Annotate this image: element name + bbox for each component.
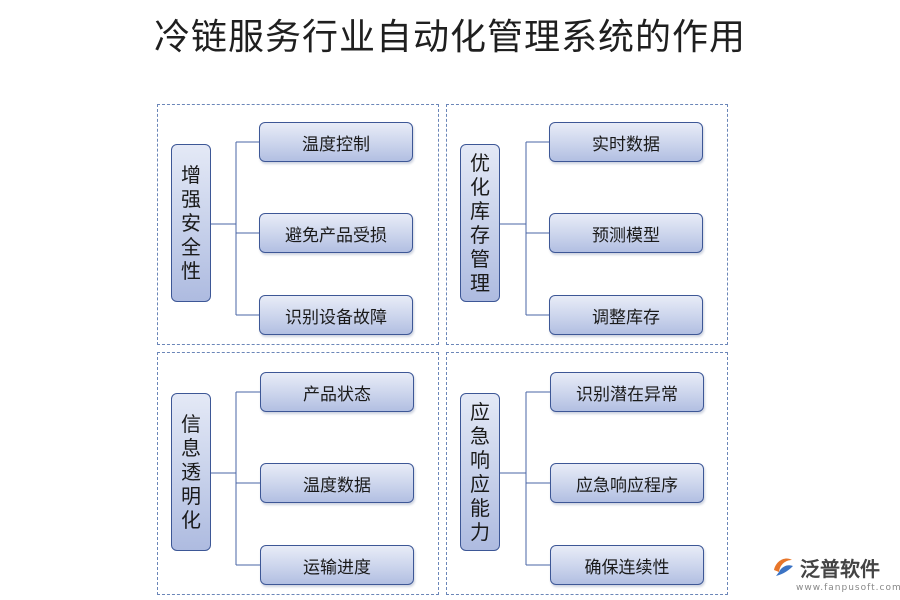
category-char: 明 <box>181 484 201 508</box>
item-detect-equipment-fault: 识别设备故障 <box>259 295 413 335</box>
category-char: 化 <box>470 175 490 199</box>
category-char: 性 <box>181 259 201 283</box>
category-char: 库 <box>470 199 490 223</box>
item-product-status: 产品状态 <box>260 372 414 412</box>
item-temperature-data: 温度数据 <box>260 463 414 503</box>
item-adjust-inventory: 调整库存 <box>549 295 703 335</box>
item-emergency-procedure: 应急响应程序 <box>550 463 704 503</box>
connector-line <box>500 141 549 316</box>
category-char: 安 <box>181 211 201 235</box>
panel-emergency <box>446 352 728 595</box>
fanpu-logo-icon <box>774 558 793 576</box>
item-ensure-continuity: 确保连续性 <box>550 545 704 585</box>
category-char: 响 <box>470 448 490 472</box>
item-identify-anomaly: 识别潜在异常 <box>550 372 704 412</box>
category-emergency: 应 急 响 应 能 力 <box>460 393 500 551</box>
category-char: 应 <box>470 400 490 424</box>
brand-logo: 泛普软件 <box>770 552 880 582</box>
panel-inventory <box>446 104 728 345</box>
brand-name: 泛普软件 <box>800 556 880 581</box>
category-char: 理 <box>470 271 490 295</box>
category-transparency: 信 息 透 明 化 <box>171 393 211 551</box>
category-char: 化 <box>181 508 201 532</box>
category-char: 优 <box>470 151 490 175</box>
category-char: 存 <box>470 223 490 247</box>
diagram-title: 冷链服务行业自动化管理系统的作用 <box>153 17 746 58</box>
connector-line <box>211 141 259 316</box>
item-forecast-model: 预测模型 <box>549 213 703 253</box>
category-char: 力 <box>470 520 490 544</box>
category-char: 信 <box>181 412 201 436</box>
category-char: 能 <box>470 496 490 520</box>
panel-safety <box>157 104 439 345</box>
category-inventory: 优 化 库 存 管 理 <box>460 144 500 302</box>
category-char: 强 <box>181 187 201 211</box>
category-char: 应 <box>470 472 490 496</box>
item-avoid-damage: 避免产品受损 <box>259 213 413 253</box>
item-realtime-data: 实时数据 <box>549 122 703 162</box>
category-char: 全 <box>181 235 201 259</box>
connector-line <box>500 391 550 566</box>
category-char: 透 <box>181 460 201 484</box>
panel-transparency <box>157 352 439 595</box>
category-char: 增 <box>181 163 201 187</box>
category-safety: 增 强 安 全 性 <box>171 144 211 302</box>
category-char: 管 <box>470 247 490 271</box>
item-transport-progress: 运输进度 <box>260 545 414 585</box>
category-char: 急 <box>470 424 490 448</box>
connector-line <box>211 391 260 566</box>
brand-url: www.fanpusoft.com <box>796 583 900 593</box>
item-temperature-control: 温度控制 <box>259 122 413 162</box>
category-char: 息 <box>181 436 201 460</box>
